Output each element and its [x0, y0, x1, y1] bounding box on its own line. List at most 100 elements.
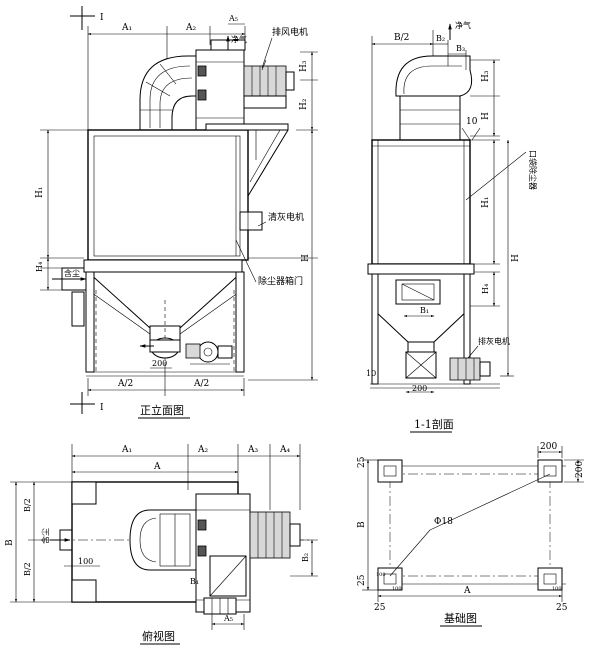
front-dim-half-a-right: A/2 [193, 379, 209, 389]
front-clean-air-label: 净气 [231, 34, 247, 44]
foundation-dim-a: A [463, 586, 471, 596]
section-mark-bottom: I [70, 392, 104, 414]
section-dim-b2: B₂ [436, 34, 445, 43]
section-mark-top: I [70, 6, 104, 30]
section-fan [395, 55, 473, 141]
front-dim-h2-label: H₂ [299, 98, 309, 110]
section-dim-big-h: H [511, 254, 521, 262]
section-hopper: B₁ 10 [366, 263, 500, 389]
foundation-pad-bottom-right [537, 567, 563, 591]
dim-right-big: H [248, 129, 318, 381]
plan-dim-a: A [153, 462, 161, 472]
hopper: 200 [83, 259, 245, 377]
section-dim-h: H [481, 112, 491, 120]
dim-right-top: H₃ H₂ [296, 51, 318, 131]
front-dim-half-a-left: A/2 [117, 379, 133, 389]
plan-dim-left: B B/2 B/2 含尘 [5, 481, 72, 603]
foundation-dim-25-left: 25 [374, 603, 386, 613]
front-dim-h-label: H [301, 254, 311, 262]
plan-dim-b-half-bottom: B/2 [23, 562, 32, 576]
plan-dim-100: 100 [78, 557, 93, 566]
front-dim-h4-label: H₄ [35, 262, 44, 272]
section-dim-b-half: B/2 [394, 33, 409, 43]
main-box [87, 123, 289, 261]
plan-dim-a1: A₁ [121, 445, 132, 455]
section-main-box: 口袋除尘器 [371, 139, 538, 265]
plan-view-title: 俯视图 [142, 629, 175, 643]
foundation-dim-phi18: Φ18 [434, 517, 453, 527]
front-dim-200-label: 200 [152, 359, 167, 368]
dim-top-row: A₁ A₂ A₅ [87, 14, 246, 130]
plan-dim-b2: B₂ [301, 553, 310, 562]
section-mark-bottom-label: I [100, 403, 104, 413]
section-dim-b3: B₃ [456, 44, 465, 53]
section-dim-top: B/2 B₂ B₃ 净气 [371, 20, 471, 140]
foundation-dim-200-right: 200 [575, 461, 585, 478]
section-dim-left-small: 10 [366, 369, 376, 378]
bag-label: 口袋除尘器 [528, 150, 538, 190]
dim-a2-label: A₂ [185, 23, 196, 33]
plan-dim-bottom: A₅ [211, 614, 245, 630]
section-dim-h3: H₃ [481, 70, 491, 82]
plan-dim-a2: A₂ [197, 445, 208, 455]
front-view-title: 正立面图 [140, 403, 184, 417]
section-dim-10: 10 [466, 117, 478, 127]
dim-bottom-row: A/2 A/2 [87, 362, 245, 396]
section-dim-right-top: H₃ H 10 [461, 59, 500, 141]
dirty-air-inlet: 含尘 [52, 267, 89, 327]
foundation-view: 200 200 25 B 25 Φ18 100 100 100 A 25 25 … [357, 442, 585, 627]
clean-air-outlet: 净气 [210, 34, 247, 52]
plan-main-outline: B₁ [60, 481, 310, 615]
foundation-pad-top-right [537, 459, 563, 483]
section-dim-h1: H₁ [481, 197, 491, 208]
exhaust-motor: 排风电机 [243, 26, 308, 109]
front-dirty-air-label: 含尘 [64, 268, 80, 278]
foundation-dim-25-right: 25 [556, 603, 568, 613]
section-ash-unit: 排灰电机 200 [405, 336, 510, 394]
plan-dim-a4: A₄ [279, 445, 290, 455]
plan-dim-right: B₂ [290, 539, 318, 577]
plan-dim-top: A₁ A₂ A₃ A₄ A [71, 444, 301, 510]
front-dim-h3-label: H₃ [299, 60, 309, 72]
dim-a5-label: A₅ [228, 14, 238, 23]
plan-dirty-air-label: 含尘 [40, 528, 50, 544]
section-mark-top-label: I [100, 13, 104, 23]
section-ash-motor-label: 排灰电机 [478, 336, 510, 346]
dim-left: H₁ H₄ [35, 129, 88, 291]
foundation-dim-100-a: 100 [392, 586, 402, 592]
section-dim-200: 200 [412, 384, 427, 393]
foundation-dim-200-top: 200 [540, 442, 557, 452]
section-view: B/2 B₂ B₃ 净气 H₃ H 10 [366, 20, 538, 433]
foundation-dim-b: B [357, 521, 367, 528]
fan-housing [195, 49, 245, 131]
foundation-dim-25-top: 25 [357, 456, 367, 468]
section-clean-air-label: 净气 [455, 20, 471, 30]
foundation-dim-100-b: 100 [376, 572, 386, 578]
foundation-pad-bottom-left [377, 567, 403, 591]
foundation-view-title: 基础图 [444, 612, 477, 625]
plan-dim-a3: A₃ [247, 445, 258, 455]
exhaust-motor-label: 排风电机 [272, 26, 308, 38]
front-dim-h1-label: H₁ [35, 187, 45, 198]
section-dim-b1: B₁ [420, 306, 429, 315]
ash-clearing-motor: 清灰电机 [239, 211, 304, 231]
section-dim-h4: H₄ [481, 284, 490, 294]
section-dim-right-main: H₁ H₄ H [470, 139, 521, 377]
plan-dim-a5: A₅ [223, 614, 233, 623]
foundation-dim-25-bottom: 25 [357, 574, 367, 586]
foundation-dim-100-c: 100 [552, 586, 562, 592]
foundation-pad-top-left [377, 459, 403, 483]
door-label: 除尘器箱门 [258, 275, 303, 287]
plan-inlet: 100 [50, 529, 100, 567]
plan-dim-b: B [5, 539, 15, 546]
plan-view: A₁ A₂ A₃ A₄ A B B/2 B/2 含尘 100 [5, 444, 318, 645]
section-view-title: 1-1剖面 [414, 417, 454, 431]
door-callout: 除尘器箱门 [235, 239, 303, 287]
dim-a1-label: A₁ [121, 23, 132, 33]
plan-dim-b1: B₁ [190, 577, 199, 586]
elbow-duct [139, 55, 205, 131]
front-view: I I A₁ A₂ A₅ 净气 [35, 6, 318, 419]
plan-dim-b-half-top: B/2 [23, 498, 32, 512]
ash-motor-label: 清灰电机 [268, 211, 304, 223]
